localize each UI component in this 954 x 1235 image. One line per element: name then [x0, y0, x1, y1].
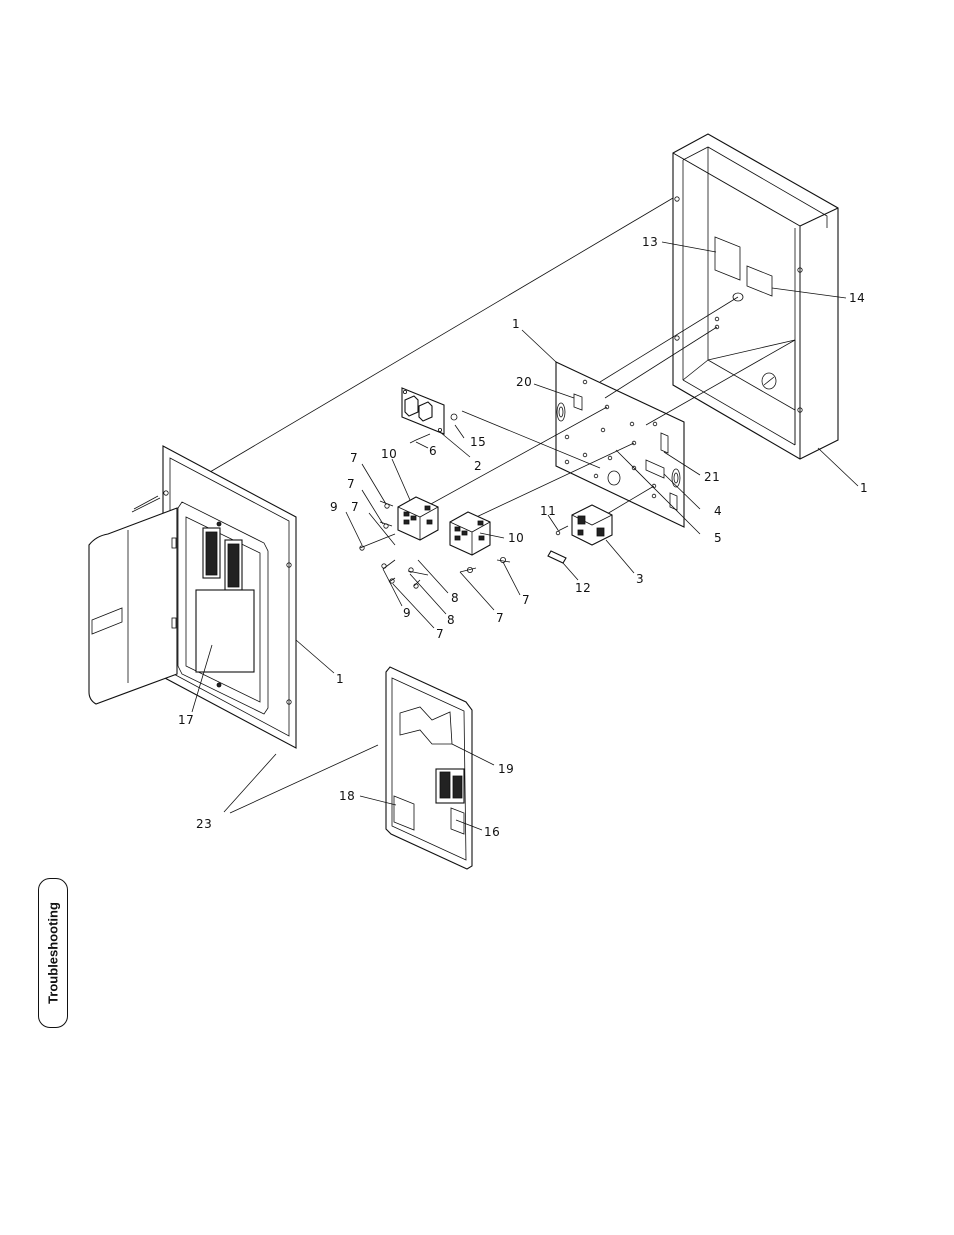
callout: 2	[474, 459, 482, 473]
callout: 4	[714, 504, 722, 518]
callout: 6	[429, 444, 437, 458]
callout: 7	[351, 500, 359, 514]
callout: 3	[636, 572, 644, 586]
callout: 15	[470, 435, 486, 449]
relay-board	[402, 388, 457, 443]
callout: 19	[498, 762, 514, 776]
callout: 1	[336, 672, 344, 686]
callout: 17	[178, 713, 194, 727]
troubleshooting-tab-label: Troubleshooting	[46, 902, 61, 1004]
callout: 1	[512, 317, 520, 331]
callout: 7	[347, 477, 355, 491]
enclosure-box	[673, 134, 838, 459]
callout: 9	[330, 500, 338, 514]
callout: 11	[540, 504, 556, 518]
troubleshooting-tab: Troubleshooting	[38, 878, 68, 1028]
callout: 23	[196, 817, 212, 831]
callout: 7	[350, 451, 358, 465]
callout: 5	[714, 531, 722, 545]
mounting-plate	[556, 362, 684, 527]
callout: 16	[484, 825, 500, 839]
callout: 9	[403, 606, 411, 620]
callout: 14	[849, 291, 865, 305]
callout: 8	[447, 613, 455, 627]
dead-front-panel	[386, 667, 472, 869]
callout: 7	[522, 593, 530, 607]
callout: 20	[516, 375, 532, 389]
callout: 21	[704, 470, 720, 484]
callout: 10	[381, 447, 397, 461]
callout: 1	[860, 481, 868, 495]
callout: 8	[451, 591, 459, 605]
fuse-holder	[548, 505, 612, 563]
callout: 10	[508, 531, 524, 545]
callout: 7	[496, 611, 504, 625]
callout: 13	[642, 235, 658, 249]
callout: 7	[436, 627, 444, 641]
front-cover	[89, 446, 296, 748]
callout: 12	[575, 581, 591, 595]
callout: 18	[339, 789, 355, 803]
